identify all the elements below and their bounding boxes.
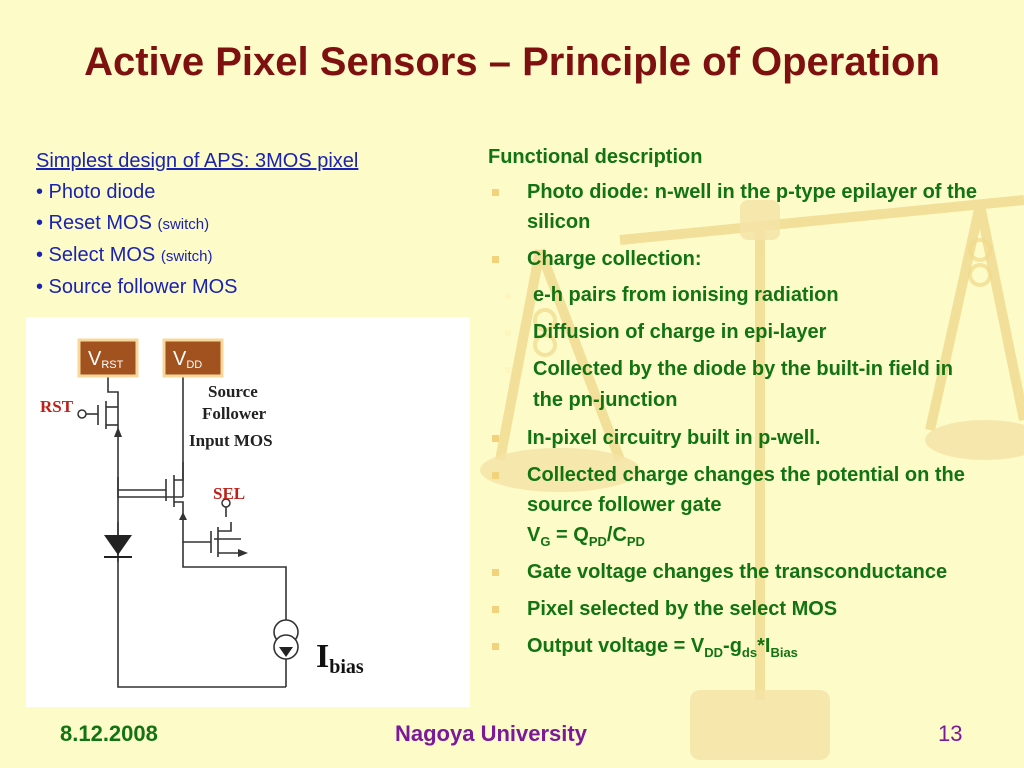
charge-collection-subitems: e-h pairs from ionising radiation Diffus… bbox=[505, 280, 988, 416]
ibias-label: Ibias bbox=[316, 638, 364, 678]
functional-heading: Functional description bbox=[488, 146, 703, 168]
subitem-diffusion: Diffusion of charge in epi-layer bbox=[488, 317, 988, 348]
functional-bullets: Photo diode: n-well in the p-type epilay… bbox=[488, 177, 988, 661]
bullet-photo-diode: Photo diode: n-well in the p-type epilay… bbox=[488, 177, 988, 237]
bullet-gate-voltage: Gate voltage changes the transconductanc… bbox=[488, 557, 988, 587]
design-item-select-mos: • Select MOS (switch) bbox=[36, 244, 213, 266]
design-item-reset-mos: • Reset MOS (switch) bbox=[36, 212, 210, 234]
aps-circuit-diagram: VRST VDD RST Source Follower Input MOS S… bbox=[26, 317, 470, 707]
sf-line1: Source bbox=[208, 382, 258, 401]
sf-line3: Input MOS bbox=[189, 431, 273, 450]
vdd-label: VDD bbox=[173, 348, 202, 371]
sel-label: SEL bbox=[213, 484, 245, 503]
bullet-output-voltage: Output voltage = VDD-gds*IBias bbox=[488, 631, 988, 661]
vdd-box bbox=[162, 338, 224, 378]
subitem-eh-pairs: e-h pairs from ionising radiation bbox=[488, 280, 988, 311]
page-number: 13 bbox=[938, 721, 963, 746]
functional-description: Functional description Photo diode: n-we… bbox=[488, 143, 988, 668]
footer-date: 8.12.2008 bbox=[60, 721, 158, 746]
bullet-in-pixel-circuitry: In-pixel circuitry built in p-well. bbox=[488, 423, 988, 453]
design-item-source-follower: • Source follower MOS bbox=[36, 276, 238, 298]
slide-title: Active Pixel Sensors – Principle of Oper… bbox=[84, 40, 940, 84]
rst-label: RST bbox=[40, 397, 74, 416]
formula-vg: VG = QPD/CPD bbox=[527, 524, 645, 549]
vrst-box bbox=[77, 338, 139, 378]
subitem-collected: Collected by the diode by the built-in f… bbox=[488, 354, 988, 416]
circuit-schematic: VRST VDD RST Source Follower Input MOS S… bbox=[40, 338, 364, 688]
design-item-photo-diode: • Photo diode bbox=[36, 181, 156, 203]
footer-university: Nagoya University bbox=[395, 721, 587, 746]
bullet-pixel-selected: Pixel selected by the select MOS bbox=[488, 594, 988, 624]
design-summary: Simplest design of APS: 3MOS pixel • Pho… bbox=[36, 146, 476, 303]
sf-line2: Follower bbox=[202, 404, 267, 423]
bullet-charge-collection: Charge collection: e-h pairs from ionisi… bbox=[488, 244, 988, 416]
bullet-collected-charge: Collected charge changes the potential o… bbox=[488, 460, 988, 550]
design-heading: Simplest design of APS: 3MOS pixel bbox=[36, 150, 359, 172]
vrst-label: VRST bbox=[88, 348, 124, 371]
